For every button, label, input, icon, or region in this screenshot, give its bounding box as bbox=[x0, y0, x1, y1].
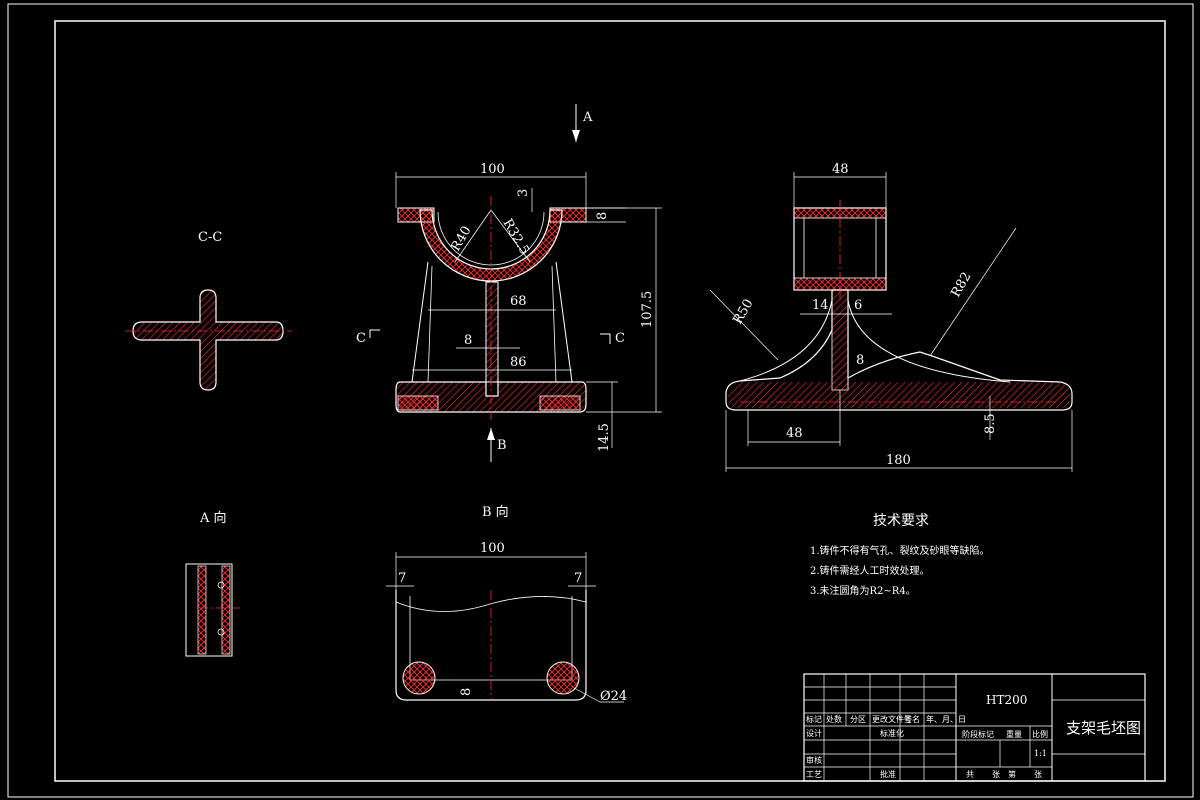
dim-100: 100 bbox=[480, 162, 505, 177]
central-web bbox=[485, 281, 499, 383]
left-rib-inner bbox=[427, 265, 433, 383]
bview-break-line bbox=[395, 596, 587, 612]
tech-req-item-1: 1.铸件不得有气孔、裂纹及砂眼等缺陷。 bbox=[810, 544, 990, 557]
right-rib-edge bbox=[555, 261, 573, 383]
view-b-label: B 向 bbox=[482, 504, 509, 520]
radius-line-right bbox=[490, 209, 531, 263]
view-a-hole-bottom bbox=[217, 628, 225, 636]
tb-material: HT200 bbox=[986, 693, 1027, 707]
dim-3: 3 bbox=[516, 189, 531, 197]
bview-dim-dia24: Ø24 bbox=[600, 689, 627, 704]
tb-sheets-label: 张 bbox=[992, 770, 1000, 779]
arrow-a-head bbox=[572, 130, 580, 142]
radius-line-left bbox=[454, 209, 492, 263]
tb-row-label-1: 处数 bbox=[826, 714, 842, 724]
tb-sheet-no: 第 bbox=[1008, 769, 1016, 779]
bview-boss-right bbox=[546, 661, 580, 695]
front-section-view: A B R40 R32.5 100 3 8 bbox=[356, 104, 662, 462]
base-right-boss bbox=[539, 395, 581, 411]
side-view: 48 R50 R82 14 6 8 48 8.5 180 bbox=[709, 162, 1073, 472]
side-left-fillet bbox=[739, 299, 833, 382]
right-rib-inner bbox=[551, 265, 557, 383]
bearing-seat bbox=[419, 209, 563, 282]
tb-process: 工艺 bbox=[806, 770, 822, 779]
inner-frame bbox=[54, 20, 1166, 782]
cross-section-shape bbox=[132, 289, 284, 391]
side-dim-8-5: 8.5 bbox=[983, 413, 998, 434]
tb-row-label-2: 分区 bbox=[850, 715, 866, 724]
title-block: HT200 支架毛坯图 标记 处数 分区 更改文件号 签名 年、月、日 设计 标… bbox=[803, 673, 1146, 782]
view-a-hatch-left bbox=[197, 565, 207, 655]
tb-standardize: 标准化 bbox=[880, 728, 904, 738]
view-a-outline bbox=[185, 563, 233, 657]
arrow-b-label: B bbox=[497, 438, 507, 453]
bview-dim-7-left: 7 bbox=[398, 571, 406, 586]
base-left-boss bbox=[397, 395, 439, 411]
side-dim-6: 6 bbox=[854, 298, 862, 313]
bview-boss-left bbox=[402, 661, 436, 695]
side-dim-180: 180 bbox=[886, 453, 911, 468]
side-dim-48-top: 48 bbox=[832, 162, 849, 177]
tech-requirements: 技术要求 1.铸件不得有气孔、裂纹及砂眼等缺陷。 2.铸件需经人工时效处理。 3… bbox=[810, 513, 990, 597]
tb-stage-mark: 阶段标记 bbox=[962, 729, 994, 739]
view-a-label: A 向 bbox=[199, 510, 227, 526]
tb-sheet-label: 张 bbox=[1034, 770, 1042, 779]
section-c-left-mark bbox=[369, 329, 380, 338]
side-dim-r50: R50 bbox=[730, 297, 756, 327]
side-web-body bbox=[725, 289, 1073, 411]
side-dim-14: 14 bbox=[812, 298, 829, 313]
tb-scale: 比例 bbox=[1032, 729, 1048, 739]
view-a-hole-top bbox=[217, 581, 225, 589]
section-cc-label: C-C bbox=[198, 230, 222, 245]
leader-r50 bbox=[709, 289, 779, 361]
left-rib-edge bbox=[411, 261, 429, 383]
dim-86: 86 bbox=[510, 355, 527, 370]
tb-weight: 重量 bbox=[1006, 729, 1022, 739]
view-a: A 向 bbox=[185, 510, 240, 657]
dim-r32-5: R32.5 bbox=[500, 217, 532, 258]
bview-dim-100: 100 bbox=[480, 541, 505, 556]
leader-r82 bbox=[929, 227, 1017, 357]
dim-68: 68 bbox=[510, 294, 527, 309]
side-dim-8: 8 bbox=[856, 353, 864, 368]
side-base-hatch bbox=[728, 382, 1070, 408]
tb-row-label-3: 更改文件号 bbox=[872, 714, 912, 724]
arrow-a-label: A bbox=[582, 110, 593, 125]
tb-row-label-0: 标记 bbox=[806, 714, 822, 724]
tb-scale-value: 1:1 bbox=[1034, 749, 1047, 758]
tb-drawing-name: 支架毛坯图 bbox=[1066, 719, 1141, 737]
tb-design: 设计 bbox=[806, 728, 822, 738]
dim-8-web: 8 bbox=[464, 333, 472, 348]
tech-req-item-2: 2.铸件需经人工时效处理。 bbox=[810, 564, 930, 577]
bview-dia-leader bbox=[573, 687, 601, 703]
tech-req-item-3: 3.未注圆角为R2~R4。 bbox=[810, 584, 916, 597]
title-block-frame bbox=[803, 673, 1146, 782]
section-c-left-label: C bbox=[356, 331, 366, 346]
outer-frame bbox=[7, 3, 1194, 798]
tech-req-title: 技术要求 bbox=[873, 513, 929, 529]
tb-row-label-5: 年、月、日 bbox=[926, 714, 966, 724]
dim-8-top: 8 bbox=[595, 212, 610, 220]
tb-review: 审核 bbox=[806, 755, 822, 765]
tb-sheets-total: 共 bbox=[966, 770, 974, 779]
tb-row-label-4: 签名 bbox=[904, 714, 920, 724]
section-cc-view: C-C bbox=[125, 230, 292, 391]
bview-dim-7-right: 7 bbox=[574, 571, 582, 586]
dim-14-5: 14.5 bbox=[597, 423, 612, 452]
bview-dim-8: 8 bbox=[459, 688, 474, 696]
view-b: B 向 100 7 7 8 Ø24 bbox=[386, 504, 627, 704]
tb-approve: 批准 bbox=[880, 769, 896, 779]
section-c-right-label: C bbox=[615, 331, 625, 346]
dim-107-5: 107.5 bbox=[640, 291, 655, 328]
section-c-right-mark bbox=[600, 333, 611, 344]
side-right-fillet bbox=[847, 299, 1011, 383]
view-a-hatch-right bbox=[221, 565, 231, 655]
side-dim-48-bottom: 48 bbox=[786, 426, 803, 441]
arrow-b-head bbox=[487, 428, 495, 440]
side-web-hatch bbox=[831, 289, 849, 391]
